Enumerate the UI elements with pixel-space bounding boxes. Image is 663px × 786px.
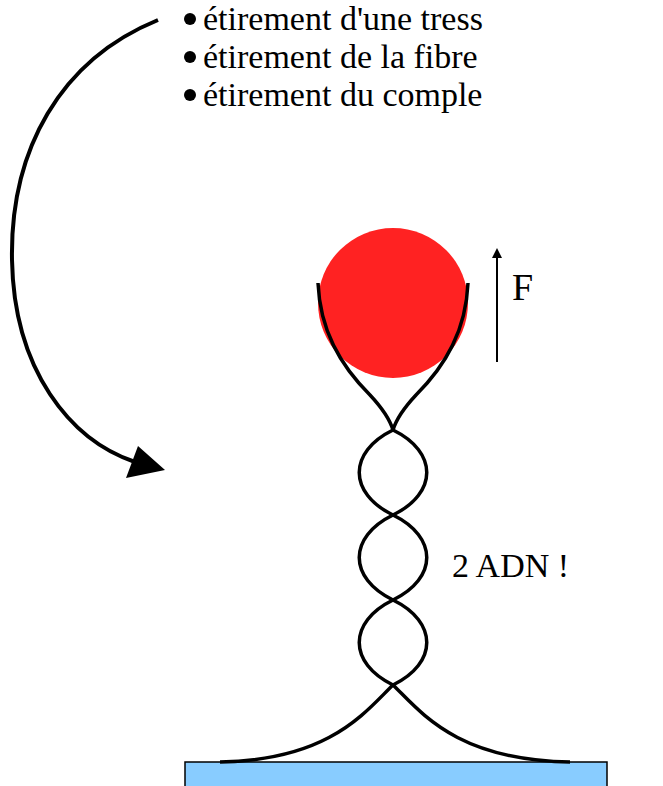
bullet-text: étirement du comple <box>203 78 482 112</box>
force-arrow <box>496 252 498 362</box>
arrow-head <box>126 446 165 478</box>
bullet-text: étirement de la fibre <box>203 40 478 74</box>
bullet <box>184 13 196 25</box>
force-label: F <box>512 268 533 306</box>
dna-strand <box>359 283 570 762</box>
bullet <box>184 51 196 63</box>
dna-label: 2 ADN ! <box>452 549 569 583</box>
bullet-text: étirement d'une tress <box>203 2 483 36</box>
substrate <box>185 762 607 786</box>
curved-arrow <box>12 20 158 462</box>
bullet <box>184 89 196 101</box>
